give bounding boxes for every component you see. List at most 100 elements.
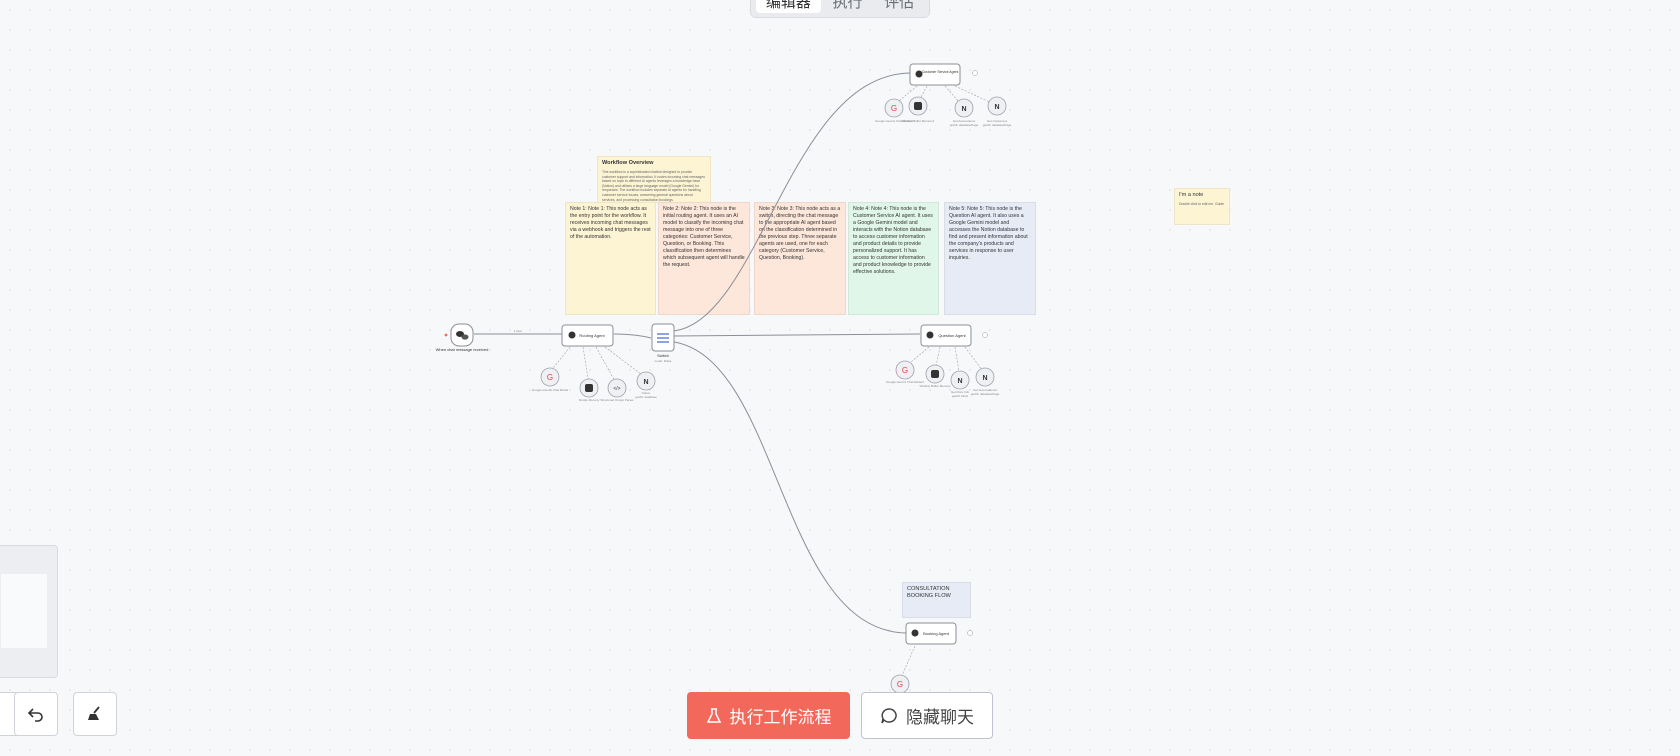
routing-agent-label: Routing Agent [579,333,605,338]
side-panel-content [1,574,47,648]
connection-switch-customer [673,72,911,332]
sub-node-booking-gemini[interactable]: G [890,674,910,694]
tab-executions[interactable]: 执行 [832,0,863,11]
undo-icon [27,708,43,722]
customer-service-agent-node[interactable]: Customer Service Agent [909,63,978,86]
sub-node-label: Google Gemini Chat Model1 [875,119,913,123]
robot-icon [926,331,934,339]
booking-agent-node[interactable]: Booking Agent [905,622,973,645]
sub-node-q-gemini[interactable]: G Google Gemini Chat Model1 [886,360,924,384]
connection-switch-question [673,333,921,337]
trigger-label: When chat message received [436,347,489,352]
add-connection-icon[interactable] [967,630,973,636]
connection-switch-booking [673,341,907,634]
sub-node-notion[interactable]: N Notion getAll: database [635,371,657,399]
sticky-consultation-booking[interactable]: CONSULTATION BOOKING FLOW [902,582,971,618]
undo-button[interactable] [14,692,58,736]
sub-node-parser[interactable]: </> Structured Output Parser [600,378,634,402]
sub-node-q-memory[interactable]: Window Buffer Memory [919,364,951,388]
trigger-node[interactable]: When chat message received [436,323,489,352]
sticky-body: Note 5: Note 5: This node is the Questio… [949,206,1028,261]
sub-node-label: Get Automations2 [973,388,997,392]
notion-icon: N [643,379,648,386]
tab-evaluation[interactable]: 评估 [884,0,915,11]
chat-bubble-icon [881,707,897,723]
run-workflow-label: 执行工作流程 [729,708,832,727]
link-routing-memory [582,346,590,385]
sticky-note-2[interactable]: Note 2: Note 2: This node is the initial… [658,202,750,315]
sub-node-sublabel: getAll: databasePage [971,392,1000,396]
sub-node-sublabel: getAll: block [952,394,969,398]
hide-chat-button[interactable]: 隐藏聊天 [861,692,993,739]
sub-node-cs-automations[interactable]: N Get Automations getAll: databasePage [950,98,979,127]
sub-node-label: Notion [642,391,651,395]
switch-sublabel: mode: Rules [655,359,672,363]
switch-node[interactable]: Switch mode: Rules [651,323,675,363]
sticky-body: This workflow is a sophisticated chatbot… [602,170,705,202]
link-cs-tool2 [954,85,997,106]
sticky-note-5[interactable]: Note 5: Note 5: This node is the Questio… [944,202,1036,315]
notion-icon: N [982,375,987,382]
sticky-body: Double click to edit me. Guide [1179,202,1225,206]
sub-node-label: Window Buffer Memory1 [902,119,935,123]
question-agent-node[interactable]: Question Agent [920,324,988,347]
sub-node-q-automations[interactable]: N Get Automations2 getAll: databasePage [971,367,1000,396]
sub-node-memory[interactable]: Simple Memory [579,378,600,402]
sub-node-q-more-info[interactable]: N Get More Info getAll: block [950,370,970,398]
notion-icon: N [994,104,999,111]
sub-node-sublabel: getAll: databasePage [950,123,979,127]
link-booking-gemini [899,645,916,681]
link-routing-notion [604,346,646,378]
sticky-note-3[interactable]: Note 3: Note 3: This node acts as a swit… [754,202,846,315]
sticky-workflow-overview[interactable]: Workflow Overview This workflow is a sop… [597,156,711,203]
link-cs-tool1 [944,85,965,109]
sticky-body: Note 2: Note 2: This node is the initial… [663,206,745,268]
sticky-note-1[interactable]: Note 1: Note 1: This node acts as the en… [565,202,656,315]
sub-node-label: Google Gemini Chat Model1 [886,380,924,384]
google-icon: G [547,373,553,382]
google-icon: G [897,680,903,689]
google-icon: G [891,104,897,113]
connection-item-count: 1 item [514,329,523,333]
sub-node-cs-memory[interactable]: Window Buffer Memory1 [902,96,935,123]
sub-node-label: Google Gemini Chat Model [532,388,569,392]
sub-node-cs-customers[interactable]: N Get Customers getAll: databasePage [983,96,1012,127]
routing-agent-node[interactable]: Routing Agent [561,324,614,347]
sub-node-label: Get Customers [987,119,1008,123]
switch-label: Switch [657,353,669,358]
flask-icon [706,707,721,723]
link-q-memory [934,346,941,372]
sticky-note-4[interactable]: Note 4: Note 4: This node is the Custome… [848,202,939,315]
sticky-body: Note 4: Note 4: This node is the Custome… [853,206,933,275]
switch-icon [657,333,669,343]
sticky-body: Note 3: Note 3: This node acts as a swit… [759,206,841,261]
robot-icon [915,70,923,78]
add-connection-icon[interactable] [972,70,978,76]
add-connection-icon[interactable] [982,332,988,338]
sub-node-label: Get Automations [953,119,976,123]
tidy-up-button[interactable] [73,692,117,736]
view-tabs: 编辑器 执行 评估 [750,0,930,18]
sticky-im-a-note[interactable]: I'm a note Double click to edit me. Guid… [1174,188,1230,225]
sub-node-cs-gemini[interactable]: G Google Gemini Chat Model1 [875,98,913,123]
sub-node-gemini[interactable]: G Google Gemini Chat Model [532,367,569,392]
tab-editor[interactable]: 编辑器 [755,0,821,13]
sub-node-label: Simple Memory [579,398,600,402]
run-workflow-button[interactable]: 执行工作流程 [687,692,850,739]
sub-node-label: Structured Output Parser [600,398,633,402]
connection-routing-switch [613,333,652,339]
database-icon [914,102,922,110]
side-panel [0,545,58,678]
sticky-title: I'm a note [1179,192,1204,198]
database-icon [585,384,593,392]
code-icon: </> [613,386,620,392]
robot-icon [568,331,576,339]
customer-agent-label: Customer Service Agent [922,70,959,74]
sub-node-label: Get More Info [951,390,970,394]
chat-bubbles-icon [456,331,469,340]
link-routing-parser [595,346,618,386]
database-icon [931,370,939,378]
question-agent-label: Question Agent [938,333,966,338]
link-routing-gemini [549,346,571,373]
